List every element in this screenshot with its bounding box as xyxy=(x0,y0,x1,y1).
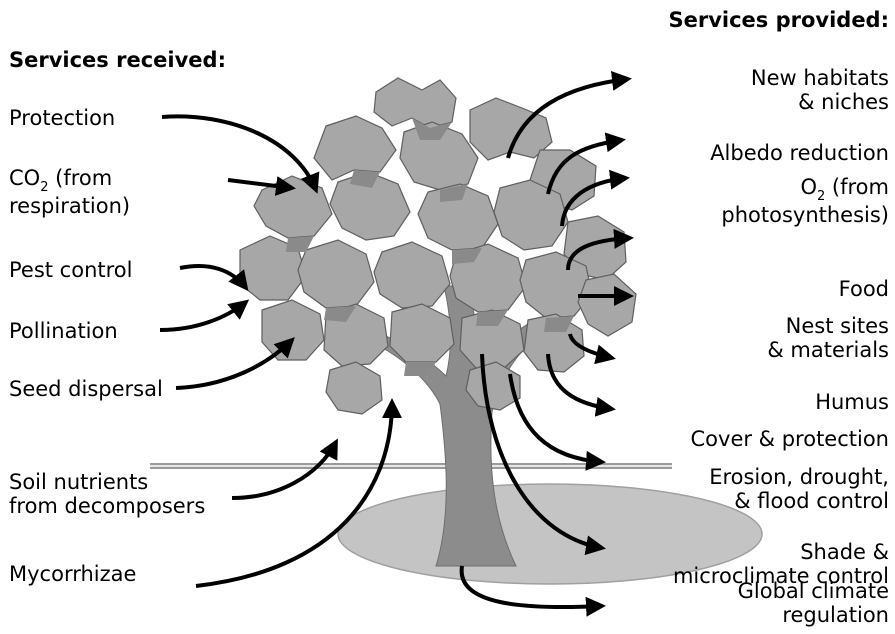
foliage-cluster xyxy=(465,361,521,411)
received-item-mycorrhizae: Mycorrhizae xyxy=(9,562,137,586)
foliage-cluster xyxy=(373,241,451,309)
arrow-seed-dispersal xyxy=(175,337,295,390)
foliage-shading xyxy=(286,118,574,376)
shade-line1: Shade & xyxy=(800,540,889,564)
provided-item-food: Food xyxy=(838,277,889,301)
provided-item-global-climate: Global climate regulation xyxy=(738,579,889,627)
foliage-shade xyxy=(286,236,314,252)
arrow-erosion-control xyxy=(508,373,606,471)
foliage-cluster xyxy=(325,361,383,415)
foliage-shade xyxy=(412,118,452,140)
tree-foliage xyxy=(239,77,637,415)
foliage-shade xyxy=(404,362,436,376)
arrow-humus xyxy=(568,333,616,365)
new-habitats-line1: New habitats xyxy=(750,66,889,90)
foliage-shade xyxy=(452,248,482,264)
provided-item-erosion-control: Erosion, drought, & flood control xyxy=(709,465,889,513)
new-habitats-line2: & niches xyxy=(798,90,889,114)
arrow-pollination xyxy=(159,299,250,332)
co2-from-text: (from xyxy=(48,166,113,190)
foliage-cluster xyxy=(493,179,569,251)
arrow-pest-control xyxy=(179,264,249,292)
global-climate-line2: regulation xyxy=(782,603,889,627)
foliage-shade xyxy=(440,184,468,202)
arrow-shade-microclimate xyxy=(480,353,606,556)
received-item-pollination: Pollination xyxy=(9,319,118,343)
received-item-soil-nutrients: Soil nutrients from decomposers xyxy=(9,470,205,518)
received-item-pest-control: Pest control xyxy=(9,258,133,282)
foliage-cluster xyxy=(261,299,325,361)
provided-item-new-habitats: New habitats & niches xyxy=(751,66,889,114)
provided-item-nest-sites: Nest sites & materials xyxy=(767,314,889,362)
received-arrows xyxy=(159,114,402,588)
foliage-cluster xyxy=(297,239,375,309)
foliage-shade xyxy=(476,310,508,326)
services-received-heading: Services received: xyxy=(9,48,226,72)
provided-item-shade: Shade & microclimate control xyxy=(673,540,889,588)
soil-nutrients-line1: Soil nutrients xyxy=(9,470,149,494)
arrow-new-habitats xyxy=(506,70,632,159)
provided-item-albedo-reduction: Albedo reduction xyxy=(710,141,889,165)
received-item-co2: CO2 (from respiration) xyxy=(9,166,130,218)
o2-subscript: 2 xyxy=(816,189,826,204)
arrow-albedo-reduction xyxy=(546,132,626,195)
o2-from-text: (from xyxy=(825,175,889,199)
provided-item-o2: O2 (from photosynthesis) xyxy=(721,175,889,227)
foliage-cluster xyxy=(389,303,455,363)
co2-symbol: CO xyxy=(9,166,41,190)
co2-respiration-text: respiration) xyxy=(9,194,131,218)
arrow-o2 xyxy=(560,169,630,227)
received-item-protection: Protection xyxy=(9,106,116,130)
arrow-soil-nutrients xyxy=(231,438,338,500)
foliage-cluster xyxy=(577,273,637,337)
foliage-shade xyxy=(324,306,356,322)
nest-sites-line1: Nest sites xyxy=(785,314,889,338)
arrow-co2 xyxy=(227,176,296,196)
o2-photosynthesis-text: photosynthesis) xyxy=(721,203,889,227)
global-climate-line1: Global climate xyxy=(737,579,889,603)
soil-nutrients-line2: from decomposers xyxy=(9,494,206,518)
services-provided-heading: Services provided: xyxy=(668,8,889,32)
received-item-seed-dispersal: Seed dispersal xyxy=(9,377,163,401)
co2-subscript: 2 xyxy=(40,180,49,195)
provided-arrows xyxy=(459,70,634,617)
erosion-line1: Erosion, drought, xyxy=(709,465,889,489)
foliage-shade xyxy=(544,316,574,332)
foliage-shade xyxy=(350,170,380,188)
shade-line2: microclimate control xyxy=(672,564,889,588)
arrow-protection xyxy=(161,114,320,194)
erosion-line2: & flood control xyxy=(734,489,889,513)
arrow-cover-protection xyxy=(546,353,616,417)
arrow-food xyxy=(566,228,634,271)
foliage-cluster xyxy=(523,313,585,373)
provided-item-cover-protection: Cover & protection xyxy=(690,427,890,451)
arrow-mycorrhizae xyxy=(195,398,402,588)
arrow-global-climate xyxy=(459,565,606,617)
provided-item-humus: Humus xyxy=(815,390,889,414)
nest-sites-line2: & materials xyxy=(767,338,889,362)
o2-symbol: O xyxy=(800,175,817,199)
